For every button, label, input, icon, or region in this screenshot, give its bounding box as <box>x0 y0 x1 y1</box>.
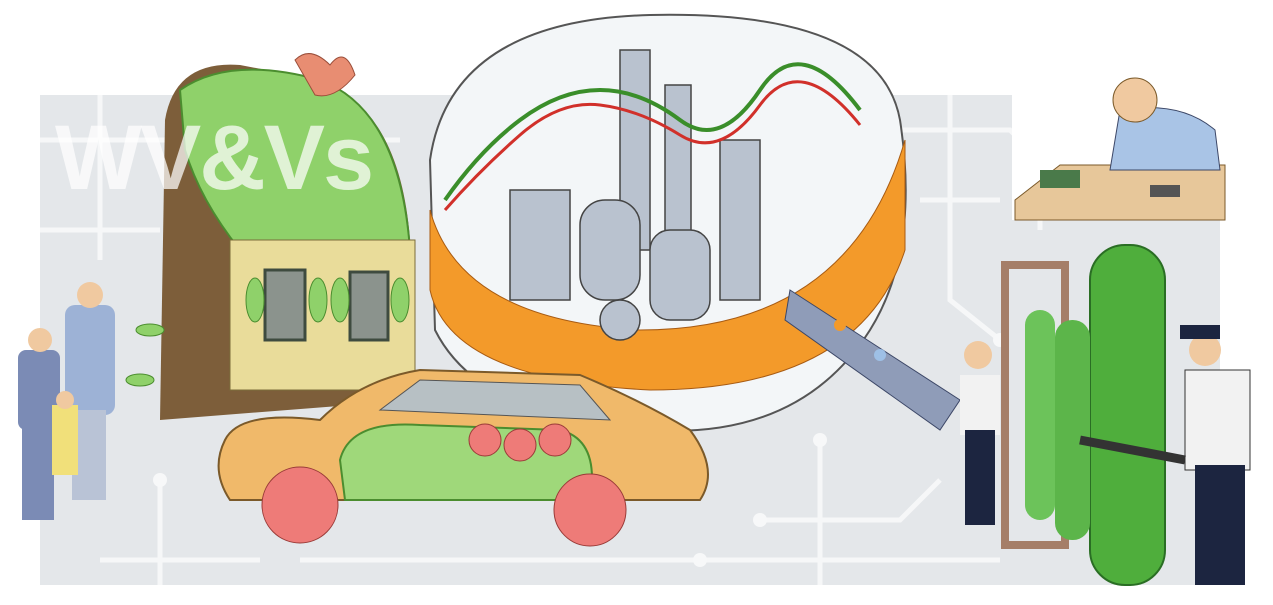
security-scene <box>960 244 1251 586</box>
watermark-text: WV&Vs <box>55 107 374 209</box>
cell-factory <box>428 13 907 432</box>
conveyor-belt <box>784 289 961 431</box>
leaf-house <box>125 53 416 420</box>
vegetable-car <box>217 368 709 547</box>
family <box>18 282 115 520</box>
scientist-at-microscope <box>1012 65 1230 221</box>
